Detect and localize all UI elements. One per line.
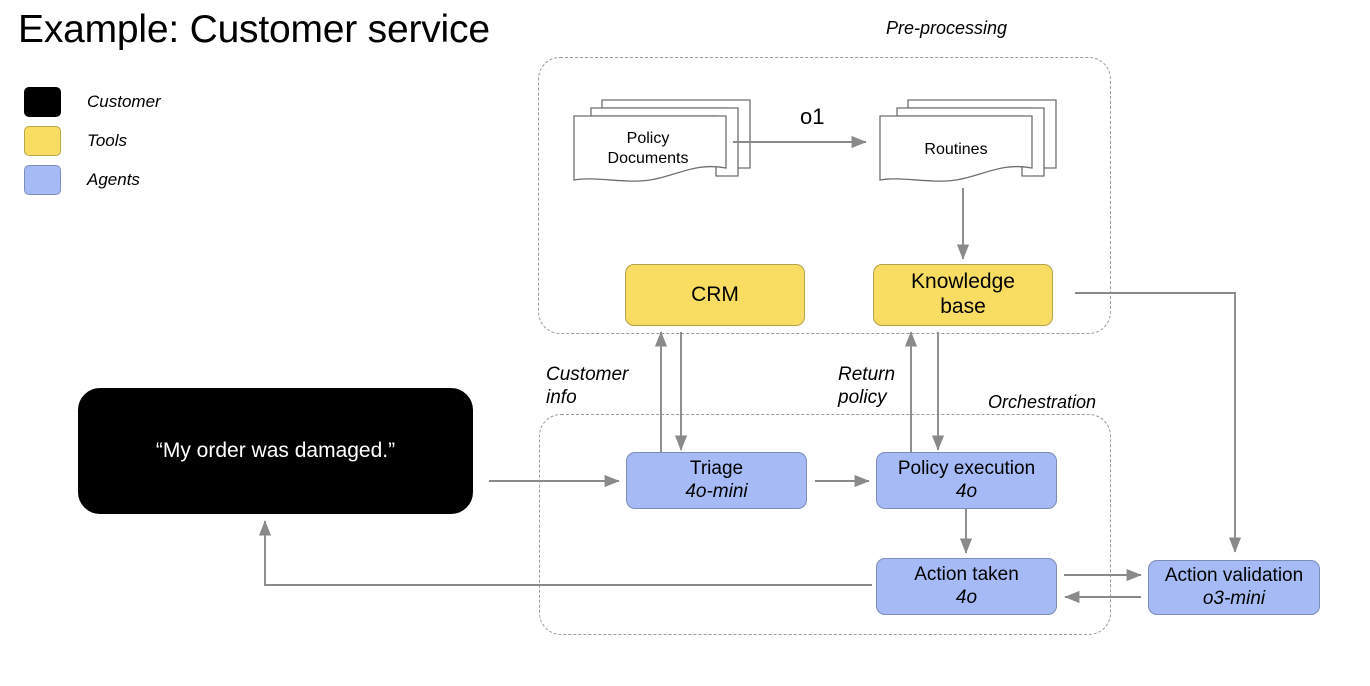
policy-documents-line2: Documents (607, 150, 689, 167)
document-stack-routines-label: Routines (886, 140, 1026, 160)
edge-label-customer-info-line1: Customer (546, 364, 629, 385)
edge-label-customer-info: Customer info (546, 364, 628, 410)
legend-label-tools: Tools (87, 130, 128, 150)
node-crm-title: CRM (691, 282, 739, 306)
document-stack-policy-documents-label: Policy Documents (578, 129, 718, 169)
node-triage[interactable]: Triage 4o-mini (626, 452, 807, 509)
node-crm[interactable]: CRM (625, 264, 805, 326)
legend-item-customer: Customer (24, 82, 161, 121)
group-label-pre-processing: Pre-processing (886, 18, 1008, 38)
node-policy-execution-subtitle: 4o (955, 480, 978, 502)
node-action-validation[interactable]: Action validation o3-mini (1148, 560, 1320, 615)
node-knowledge-base-title-line2: base (940, 295, 986, 318)
node-triage-title: Triage (689, 458, 744, 480)
edge-label-return-policy: Return policy (838, 364, 895, 410)
node-action-validation-subtitle: o3-mini (1202, 587, 1266, 609)
node-triage-subtitle: 4o-mini (685, 480, 748, 502)
node-customer[interactable]: “My order was damaged.” (78, 388, 473, 514)
legend-swatch-agents-icon (24, 164, 61, 195)
node-policy-execution[interactable]: Policy execution 4o (876, 452, 1057, 509)
node-knowledge-base[interactable]: Knowledge base (873, 264, 1053, 326)
policy-documents-line1: Policy (626, 130, 670, 147)
legend-swatch-customer-icon (24, 86, 61, 117)
node-action-taken-title: Action taken (914, 564, 1019, 586)
edge-label-return-policy-line1: Return (838, 364, 896, 385)
group-container-pre-processing (538, 57, 1111, 334)
edge-label-return-policy-line2: policy (838, 386, 887, 408)
group-label-orchestration: Orchestration (988, 392, 1097, 412)
legend-swatch-tools-icon (24, 125, 61, 156)
edge-label-customer-info-line2: info (546, 386, 577, 408)
node-action-taken[interactable]: Action taken 4o (876, 558, 1057, 615)
legend-label-customer: Customer (87, 91, 161, 111)
legend-item-agents: Agents (24, 160, 161, 199)
node-policy-execution-title: Policy execution (897, 458, 1036, 480)
node-knowledge-base-title-line1: Knowledge (911, 270, 1015, 294)
routines-line1: Routines (924, 141, 988, 158)
node-action-taken-subtitle: 4o (955, 586, 978, 608)
legend-label-agents: Agents (87, 169, 140, 189)
page-title: Example: Customer service (18, 8, 490, 51)
edge-label-o1: o1 (800, 104, 825, 129)
node-customer-quote: “My order was damaged.” (155, 438, 396, 462)
legend-item-tools: Tools (24, 121, 161, 160)
node-action-validation-title: Action validation (1164, 565, 1304, 587)
legend: Customer Tools Agents (24, 82, 161, 199)
